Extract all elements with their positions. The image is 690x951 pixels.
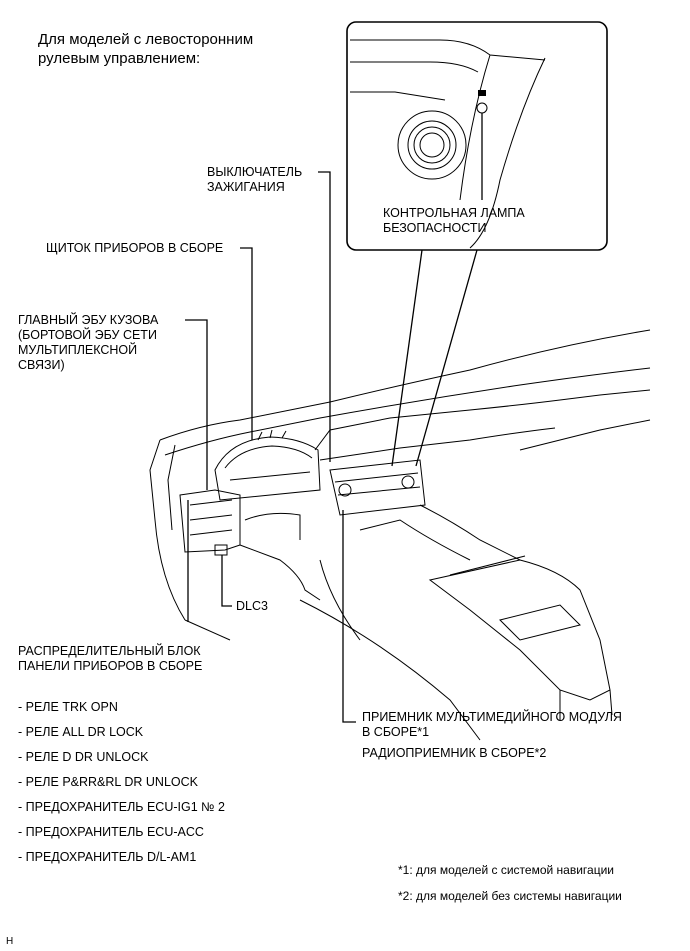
- relay-item: - РЕЛЕ ALL DR LOCK: [18, 725, 144, 739]
- relay-item: - ПРЕДОХРАНИТЕЛЬ ECU-IG1 № 2: [18, 800, 225, 814]
- label-ignition-switch-1: ВЫКЛЮЧАТЕЛЬ: [207, 165, 303, 179]
- header-line-2: рулевым управлением:: [38, 50, 201, 67]
- label-security-lamp-1: КОНТРОЛЬНАЯ ЛАМПА: [383, 206, 525, 220]
- footnote-2: *2: для моделей без системы навигации: [398, 889, 622, 903]
- relay-item: - ПРЕДОХРАНИТЕЛЬ D/L-AM1: [18, 850, 197, 864]
- relay-item: - РЕЛЕ P&RR&RL DR UNLOCK: [18, 775, 198, 789]
- header-line-1: Для моделей с левосторонним: [38, 31, 254, 48]
- label-body-ecu-4: СВЯЗИ): [18, 358, 65, 372]
- label-multimedia-receiver-2: В СБОРЕ*1: [362, 725, 430, 739]
- security-lamp-icon: [476, 90, 488, 200]
- label-instrument-panel: ЩИТОК ПРИБОРОВ В СБОРЕ: [46, 241, 224, 255]
- relay-item: - РЕЛЕ D DR UNLOCK: [18, 750, 149, 764]
- leader-instrument: [240, 247, 253, 440]
- relay-item: - ПРЕДОХРАНИТЕЛЬ ECU-ACC: [18, 825, 204, 839]
- footnote-1: *1: для моделей с системой навигации: [398, 863, 614, 877]
- relay-item: - РЕЛЕ TRK OPN: [18, 700, 118, 714]
- label-multimedia-receiver-1: ПРИЕМНИК МУЛЬТИМЕДИЙНОГО МОДУЛЯ: [362, 710, 622, 724]
- label-security-lamp-2: БЕЗОПАСНОСТИ: [383, 221, 487, 235]
- push-start-button: [397, 110, 467, 180]
- leader-dlc3: [221, 555, 232, 607]
- callout-pointer: [391, 249, 478, 467]
- corner-code: H: [6, 936, 14, 947]
- leader-ignition: [318, 171, 331, 462]
- label-junction-block-2: ПАНЕЛИ ПРИБОРОВ В СБОРЕ: [18, 659, 203, 673]
- leader-multimedia: [342, 510, 356, 723]
- leader-body-ecu: [185, 319, 208, 490]
- label-ignition-switch-2: ЗАЖИГАНИЯ: [207, 180, 285, 194]
- label-radio-receiver: РАДИОПРИЕМНИК В СБОРЕ*2: [362, 746, 547, 760]
- label-junction-block-1: РАСПРЕДЕЛИТЕЛЬНЫЙ БЛОК: [18, 644, 201, 658]
- dashboard-drawing: [149, 329, 651, 741]
- label-body-ecu-2: (БОРТОВОЙ ЭБУ СЕТИ: [18, 328, 157, 342]
- label-dlc3: DLC3: [236, 599, 268, 613]
- label-body-ecu-1: ГЛАВНЫЙ ЭБУ КУЗОВА: [18, 313, 159, 327]
- label-body-ecu-3: МУЛЬТИПЛЕКСНОЙ: [18, 343, 138, 357]
- callout-dash-curve: [350, 39, 546, 249]
